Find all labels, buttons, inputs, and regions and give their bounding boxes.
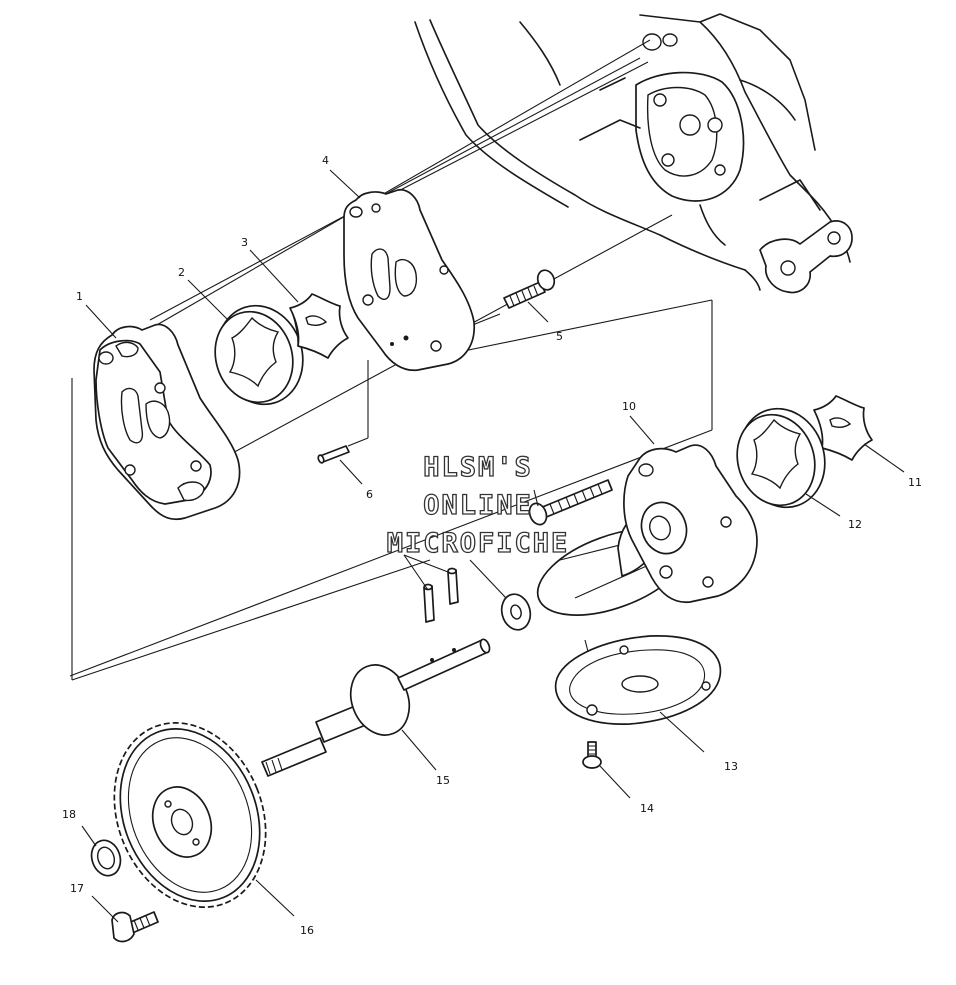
- part-17-bolt: [111, 911, 159, 943]
- callout-12: 12: [848, 518, 862, 531]
- callout-4: 4: [322, 154, 329, 167]
- part-2-outer-rotor: [214, 304, 304, 406]
- part-16-drive-gear: [113, 722, 267, 908]
- part-3-inner-rotor: [289, 293, 349, 359]
- callout-5: 5: [556, 330, 563, 343]
- callout-3: 3: [241, 236, 248, 249]
- washer: [500, 593, 532, 631]
- callout-1: 1: [76, 290, 83, 303]
- watermark: HLSM'S ONLINE MICROFICHE: [386, 451, 570, 559]
- callout-10: 10: [622, 400, 636, 413]
- part-15-shaft: [261, 638, 491, 777]
- long-bolt: [528, 479, 613, 526]
- callout-17: 17: [70, 882, 84, 895]
- watermark-line-1: HLSM'S: [423, 452, 533, 483]
- callout-2: 2: [178, 266, 185, 279]
- watermark-line-3: MICROFICHE: [387, 528, 570, 559]
- part-4-pump-plate: [343, 188, 475, 372]
- callout-11: 11: [908, 476, 922, 489]
- part-6-dowel-pin: [317, 445, 350, 464]
- callout-labels: 1 2 3 4 5 6 10 11 12 13 14 15 16 18 17: [62, 154, 922, 937]
- callout-18: 18: [62, 808, 76, 821]
- part-13-strainer: [554, 635, 722, 725]
- leader-lines: [81, 169, 905, 923]
- part-5-screw: [503, 269, 556, 309]
- watermark-line-2: ONLINE: [423, 490, 533, 521]
- callout-15: 15: [436, 774, 450, 787]
- callout-16: 16: [300, 924, 314, 937]
- callout-13: 13: [724, 760, 738, 773]
- callout-6: 6: [366, 488, 373, 501]
- part-1-pump-housing: [93, 323, 241, 521]
- part-18-washer: [90, 839, 122, 877]
- part-14-screw: [582, 741, 602, 769]
- part-12-outer-rotor: [736, 407, 826, 509]
- part-10-pump-body: [536, 444, 758, 616]
- engine-case: [414, 13, 853, 294]
- callout-14: 14: [640, 802, 654, 815]
- small-pins: [423, 567, 459, 623]
